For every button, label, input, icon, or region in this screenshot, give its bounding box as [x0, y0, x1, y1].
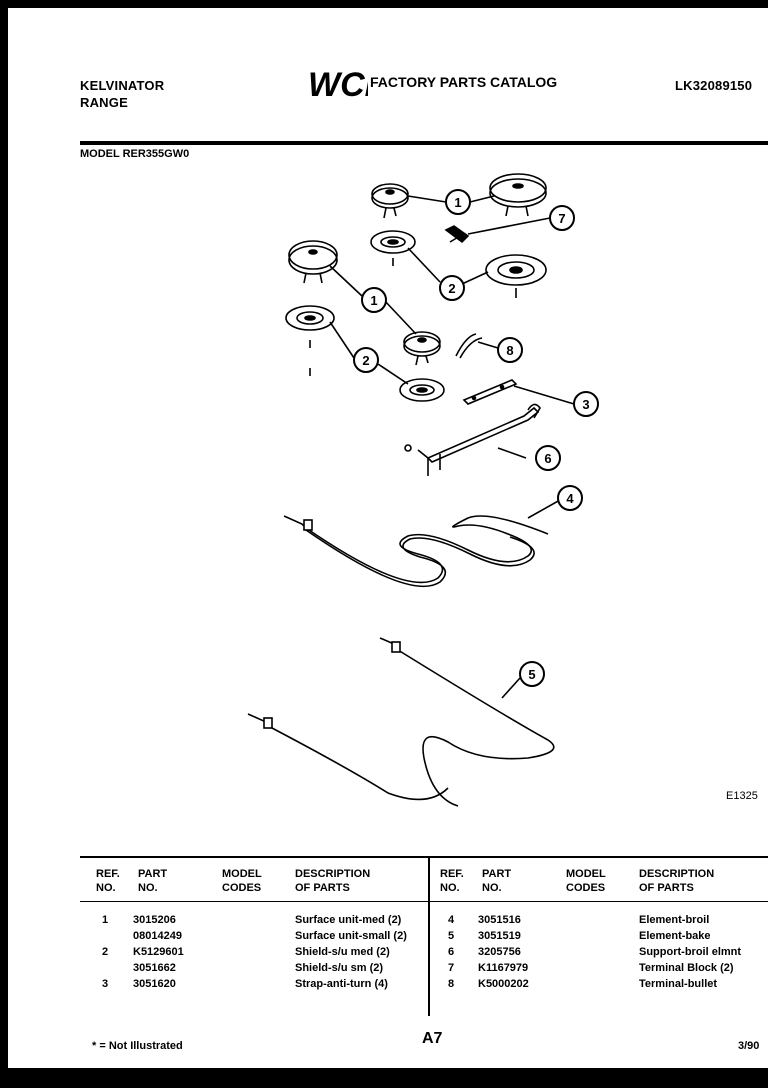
exploded-parts-diagram: 1 7 2 1 8	[247, 173, 599, 807]
table-row-desc: Terminal-bullet	[639, 978, 718, 990]
shield-small-top	[370, 230, 416, 266]
brand-name: KELVINATOR	[80, 78, 165, 93]
callout-1a-label: 1	[454, 195, 461, 210]
hdr-ref-2-r: NO.	[440, 882, 460, 894]
hdr-part-1-r: PART	[482, 868, 512, 880]
table-row-part: 3205756	[478, 946, 521, 958]
surface-unit-med-left	[288, 240, 338, 284]
table-row-desc: Terminal Block (2)	[639, 962, 734, 974]
hdr-part-1: PART	[138, 868, 168, 880]
table-divider	[428, 856, 430, 1016]
table-row-desc: Shield-s/u med (2)	[295, 946, 390, 958]
callout-4: 4	[557, 485, 583, 511]
table-row-part: 3051662	[133, 962, 176, 974]
callout-7: 7	[549, 205, 575, 231]
wci-logo: WCI	[308, 66, 368, 102]
table-row-desc: Strap-anti-turn (4)	[295, 978, 388, 990]
hdr-ref-1-r: REF.	[440, 868, 464, 880]
callout-6: 6	[535, 445, 561, 471]
callout-circles: 1 7 2 1 8	[353, 189, 599, 687]
hdr-desc-1: DESCRIPTION	[295, 868, 371, 880]
hdr-desc-2: OF PARTS	[295, 882, 350, 894]
table-row-part: K5000202	[478, 978, 529, 990]
table-row-ref: 6	[448, 946, 455, 958]
shield-med-left	[285, 305, 335, 376]
callout-1b: 1	[361, 287, 387, 313]
support-broil-element	[404, 403, 541, 476]
product-type: RANGE	[80, 95, 128, 110]
page-number: A7	[422, 1030, 443, 1047]
table-row-part: 3051519	[478, 930, 521, 942]
table-row-ref: 5	[448, 930, 455, 942]
bake-element	[247, 637, 555, 807]
table-header-rule	[80, 901, 768, 902]
table-row-ref: 4	[448, 914, 455, 926]
table-row-part: K1167979	[478, 962, 529, 974]
hdr-ref-2: NO.	[96, 882, 116, 894]
hdr-desc-2-r: OF PARTS	[639, 882, 694, 894]
hdr-codes-2: CODES	[222, 882, 262, 894]
figure-code: E1325	[726, 790, 758, 802]
hdr-codes-1: MODEL	[222, 868, 262, 880]
hdr-part-2: NO.	[138, 882, 158, 894]
catalog-date: 3/90	[738, 1040, 760, 1052]
shield-med-right	[485, 254, 547, 298]
table-row-part: 3051620	[133, 978, 176, 990]
table-row-ref: 2	[102, 946, 109, 958]
table-row-desc: Surface unit-small (2)	[295, 930, 407, 942]
callout-5-label: 5	[528, 667, 535, 682]
hdr-codes-2-r: CODES	[566, 882, 606, 894]
callout-6-label: 6	[544, 451, 551, 466]
wci-logo-text: WCI	[308, 66, 368, 102]
surface-unit-small-top	[371, 183, 409, 219]
table-row-desc: Shield-s/u sm (2)	[295, 962, 384, 974]
callout-8: 8	[497, 337, 523, 363]
callout-3-label: 3	[582, 397, 589, 412]
callout-5: 5	[519, 661, 545, 687]
catalog-title: FACTORY PARTS CATALOG	[370, 74, 558, 90]
hdr-codes-1-r: MODEL	[566, 868, 606, 880]
callout-3: 3	[573, 391, 599, 417]
callout-1b-label: 1	[370, 293, 377, 308]
hdr-part-2-r: NO.	[482, 882, 502, 894]
model-line: MODEL RER355GW0	[80, 148, 190, 160]
callout-4-label: 4	[566, 491, 574, 506]
table-row-desc: Element-bake	[639, 930, 711, 942]
not-illustrated-note: * = Not Illustrated	[92, 1040, 183, 1052]
callout-2a: 2	[439, 275, 465, 301]
table-row-ref: 7	[448, 962, 455, 974]
surface-unit-small-center	[403, 331, 441, 366]
table-row-desc: Element-broil	[639, 914, 710, 926]
terminal-block	[444, 225, 470, 244]
callout-2b-label: 2	[362, 353, 369, 368]
header-rule	[80, 141, 768, 145]
table-row-part: 3051516	[478, 914, 521, 926]
catalog-number: LK32089150	[675, 78, 753, 93]
callout-2a-label: 2	[448, 281, 455, 296]
table-row-desc: Support-broil elmnt	[639, 946, 742, 958]
terminal-bullet	[455, 333, 483, 359]
table-row-ref: 3	[102, 978, 109, 990]
hdr-desc-1-r: DESCRIPTION	[639, 868, 715, 880]
surface-unit-med-top	[489, 173, 547, 217]
callout-2b: 2	[353, 347, 379, 373]
table-row-part: K5129601	[133, 946, 184, 958]
hdr-ref-1: REF.	[96, 868, 120, 880]
table-row-part: 3015206	[133, 914, 176, 926]
table-row-ref: 1	[102, 914, 109, 926]
table-top-rule	[80, 856, 768, 858]
table-row-desc: Surface unit-med (2)	[295, 914, 402, 926]
callout-7-label: 7	[558, 211, 565, 226]
shield-small-bottom	[399, 378, 445, 402]
table-row-ref: 8	[448, 978, 455, 990]
broil-element	[283, 515, 549, 588]
callout-1a: 1	[445, 189, 471, 215]
callout-8-label: 8	[506, 343, 513, 358]
table-row-part: 08014249	[133, 930, 182, 942]
strap-anti-turn	[462, 379, 518, 405]
catalog-sheet: KELVINATOR RANGE WCI FACTORY PARTS CATAL…	[8, 8, 768, 1068]
